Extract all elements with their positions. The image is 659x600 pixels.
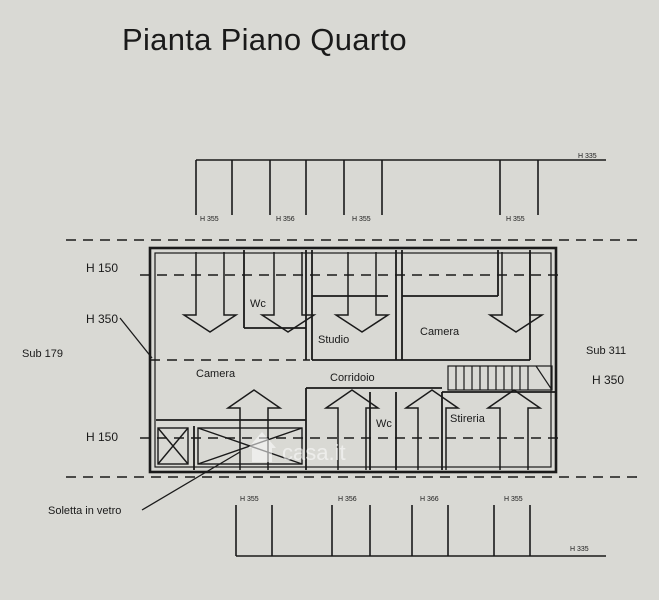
leader-line [141, 451, 241, 511]
room-label-studio: Studio [318, 334, 350, 346]
height-label-top: H 335 [578, 153, 597, 160]
room-label-camera-left: Camera [196, 368, 236, 380]
height-label-h150-lower: H 150 [86, 430, 119, 444]
leader-line [119, 317, 153, 359]
room-label-wc-upper: Wc [250, 298, 266, 310]
plan-title: Pianta Piano Quarto [122, 22, 407, 57]
outer-wall-inner [154, 252, 552, 468]
skylight-label-bottom: H 356 [338, 496, 357, 503]
skylight-arrow [225, 389, 283, 470]
room-label-stireria: Stireria [450, 413, 485, 425]
skylight-arrow [485, 389, 543, 470]
height-label-h350-left: H 350 [86, 312, 119, 326]
height-label-h150-upper: H 150 [86, 261, 119, 275]
room-label-wc-lower: Wc [376, 418, 392, 430]
height-label-bottom: H 335 [570, 546, 589, 553]
room-label-corridoio: Corridoio [330, 372, 375, 384]
skylight-arrow [323, 389, 381, 470]
skylight-label-top: H 355 [200, 216, 219, 223]
sub-label-right: Sub 311 [586, 345, 627, 357]
glass-slab [197, 427, 303, 465]
skylight-arrow [333, 252, 391, 333]
annotation-glass-slab: Soletta in vetro [48, 505, 122, 517]
staircase [447, 365, 553, 391]
watermark-text: casa.it [282, 440, 346, 465]
glass-slab [157, 427, 189, 465]
skylight-label-top: H 355 [506, 216, 525, 223]
watermark-logo [248, 432, 276, 462]
skylight-arrow [403, 389, 461, 470]
height-label-h350-right: H 350 [592, 373, 625, 387]
outer-wall [148, 246, 558, 474]
skylight-label-bottom: H 355 [504, 496, 523, 503]
skylight-label-bottom: H 355 [240, 496, 259, 503]
sub-label-left: Sub 179 [22, 348, 63, 360]
skylight-arrow [259, 252, 317, 333]
skylight-label-top: H 356 [276, 216, 295, 223]
skylight-label-bottom: H 366 [420, 496, 439, 503]
skylight-arrow [181, 252, 239, 333]
skylight-label-top: H 355 [352, 216, 371, 223]
room-label-camera-right: Camera [420, 326, 460, 338]
skylight-arrow [487, 252, 545, 333]
